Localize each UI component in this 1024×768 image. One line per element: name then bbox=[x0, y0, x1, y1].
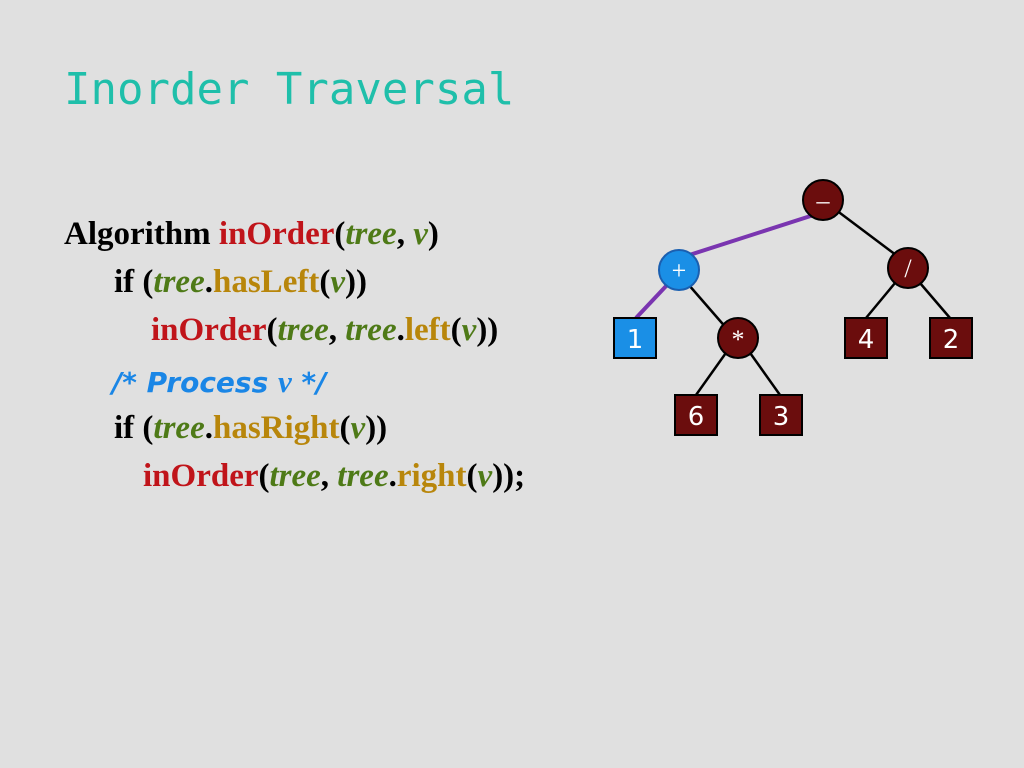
edge-root-plus bbox=[679, 210, 824, 260]
paren: ( bbox=[319, 264, 331, 300]
var-v: v bbox=[461, 312, 477, 348]
edge-div-two bbox=[919, 282, 951, 319]
node-one: 1 bbox=[613, 317, 657, 359]
code-line-5: if (tree.hasRight(v)) bbox=[114, 412, 387, 445]
paren: )) bbox=[476, 312, 499, 348]
var-tree: tree bbox=[153, 410, 205, 446]
method-left: left bbox=[404, 312, 451, 348]
node-mult: * bbox=[717, 317, 759, 359]
node-root: – bbox=[802, 179, 844, 221]
paren: ( bbox=[266, 312, 278, 348]
node-six: 6 bbox=[674, 394, 718, 436]
dot: . bbox=[204, 410, 213, 446]
node-mult-label: * bbox=[732, 325, 745, 354]
var-tree: tree bbox=[153, 264, 205, 300]
dot: . bbox=[388, 458, 397, 494]
method-right: right bbox=[396, 458, 467, 494]
comma: , bbox=[396, 216, 414, 252]
node-div: / bbox=[887, 247, 929, 289]
paren: ) bbox=[427, 216, 439, 252]
paren: ( bbox=[466, 458, 478, 494]
node-three: 3 bbox=[759, 394, 803, 436]
comment-text-start: /* Process bbox=[112, 366, 278, 399]
keyword-if: if bbox=[114, 264, 135, 300]
function-name: inOrder bbox=[218, 216, 335, 252]
function-name: inOrder bbox=[151, 312, 267, 348]
node-six-label: 6 bbox=[688, 402, 705, 432]
var-tree: tree bbox=[337, 458, 389, 494]
node-div-label: / bbox=[904, 254, 912, 283]
var-tree: tree bbox=[269, 458, 321, 494]
code-line-1: Algorithm inOrder(tree, v) bbox=[64, 218, 439, 251]
method-hasright: hasRight bbox=[212, 410, 340, 446]
edge-root-div bbox=[835, 209, 901, 259]
paren: )) bbox=[365, 410, 388, 446]
var-tree: tree bbox=[345, 312, 397, 348]
comma: , bbox=[320, 458, 338, 494]
var-v: v bbox=[350, 410, 366, 446]
edge-div-four bbox=[865, 282, 896, 319]
edge-mult-three bbox=[746, 349, 782, 396]
var-tree: tree bbox=[277, 312, 329, 348]
node-root-label: – bbox=[816, 186, 831, 215]
dot: . bbox=[204, 264, 213, 300]
comment-text-end: */ bbox=[291, 366, 327, 399]
param-tree: tree bbox=[345, 216, 397, 252]
function-name: inOrder bbox=[143, 458, 259, 494]
paren: ( bbox=[134, 410, 154, 446]
paren: ( bbox=[339, 410, 351, 446]
edge-plus-mult bbox=[687, 283, 729, 331]
code-line-2: if (tree.hasLeft(v)) bbox=[114, 266, 367, 299]
paren: )) bbox=[344, 264, 367, 300]
node-two: 2 bbox=[929, 317, 973, 359]
var-v: v bbox=[477, 458, 493, 494]
method-hasleft: hasLeft bbox=[212, 264, 320, 300]
node-four: 4 bbox=[844, 317, 888, 359]
param-v: v bbox=[413, 216, 428, 252]
code-line-3: inOrder(tree, tree.left(v)) bbox=[151, 314, 498, 347]
keyword-algorithm: Algorithm bbox=[64, 216, 211, 252]
paren: ( bbox=[334, 216, 346, 252]
code-comment: /* Process v */ bbox=[112, 366, 326, 397]
paren: ( bbox=[450, 312, 462, 348]
comment-var-v: v bbox=[278, 364, 292, 399]
paren: )); bbox=[492, 458, 526, 494]
node-four-label: 4 bbox=[858, 325, 875, 355]
edge-plus-one bbox=[634, 282, 670, 320]
node-two-label: 2 bbox=[943, 325, 960, 355]
node-plus: + bbox=[658, 249, 700, 291]
node-one-label: 1 bbox=[627, 325, 644, 355]
slide-title: Inorder Traversal bbox=[64, 64, 515, 115]
var-v: v bbox=[330, 264, 345, 300]
code-line-6: inOrder(tree, tree.right(v)); bbox=[143, 460, 525, 493]
edge-mult-six bbox=[694, 349, 730, 396]
paren: ( bbox=[258, 458, 270, 494]
paren: ( bbox=[134, 264, 154, 300]
keyword-if: if bbox=[114, 410, 135, 446]
comma: , bbox=[328, 312, 346, 348]
node-plus-label: + bbox=[672, 256, 687, 285]
node-three-label: 3 bbox=[773, 402, 790, 432]
dot: . bbox=[396, 312, 405, 348]
